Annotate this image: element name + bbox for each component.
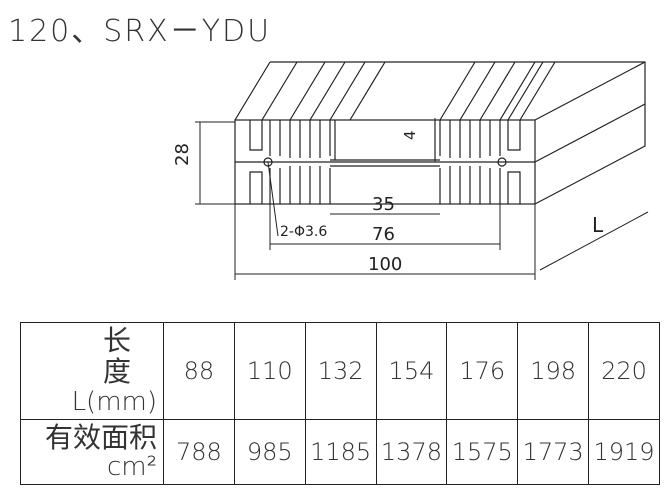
length-header: 长 度 xyxy=(102,324,157,388)
page-title: 120、SRX－YDU xyxy=(8,14,272,49)
dim-length-label: L xyxy=(592,213,604,237)
table-cell: 198 xyxy=(517,321,590,421)
table-row-length: 长 度 L(mm) 88 110 132 154 176 198 220 xyxy=(20,321,660,421)
dim-height-label: 28 xyxy=(172,143,193,166)
length-unit: L(mm) xyxy=(71,386,157,417)
area-unit: cm² xyxy=(106,452,157,483)
dim-fin-gap-label: 4 xyxy=(401,130,419,140)
table-cell: 1185 xyxy=(304,419,377,485)
heatsink-outline xyxy=(234,61,646,205)
table-cell: 1575 xyxy=(446,419,519,485)
dim-mid-width-label: 76 xyxy=(372,224,395,245)
table-cell: 1773 xyxy=(517,419,590,485)
table-cell: 176 xyxy=(446,321,519,421)
dim-hole-label: 2-Φ3.6 xyxy=(280,224,327,240)
dimension-lines xyxy=(195,118,649,280)
spec-table: 长 度 L(mm) 88 110 132 154 176 198 220 有效面… xyxy=(20,321,660,485)
table-cell: 110 xyxy=(233,321,306,421)
area-header: 有效面积 xyxy=(44,420,157,454)
table-cell: 154 xyxy=(375,321,448,421)
table-cell: 1919 xyxy=(588,419,660,485)
table-cell: 788 xyxy=(163,419,235,485)
area-header-cell: 有效面积 cm² xyxy=(20,419,164,485)
table-cell: 985 xyxy=(233,419,306,485)
table-cell: 132 xyxy=(304,321,377,421)
table-row-area: 有效面积 cm² 788 985 1185 1378 1575 1773 191… xyxy=(20,419,660,485)
dim-inner-width-label: 35 xyxy=(372,194,395,215)
dim-total-width-label: 100 xyxy=(368,254,402,275)
table-cell: 88 xyxy=(163,321,235,421)
heatsink-drawing: 28 4 35 76 100 2-Φ3.6 L xyxy=(172,61,649,280)
length-header-cell: 长 度 L(mm) xyxy=(20,321,164,421)
table-cell: 220 xyxy=(588,321,660,421)
table-cell: 1378 xyxy=(375,419,448,485)
